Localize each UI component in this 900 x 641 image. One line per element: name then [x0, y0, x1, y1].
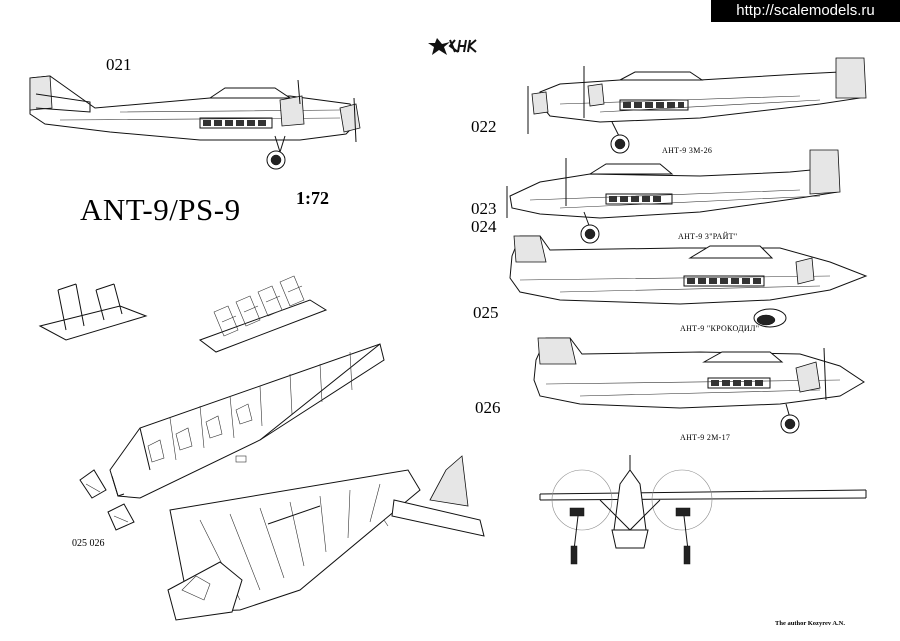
aircraft-021-side-view	[29, 75, 361, 170]
label-022: 022	[471, 117, 497, 136]
aircraft-025-side-view	[509, 235, 868, 328]
label-023: 023	[471, 199, 497, 218]
label-024: 024	[471, 217, 497, 236]
label-021: 021	[106, 55, 132, 74]
scale-label: 1:72	[296, 188, 329, 208]
small-parts-025-026	[79, 469, 135, 531]
watermark-label: http://scalemodels.ru	[711, 0, 900, 22]
label-025: 025	[473, 303, 499, 322]
aircraft-023-side-view	[506, 149, 841, 244]
wing-assembly-view	[167, 455, 485, 621]
caption-022: АНТ-9 3М-26	[662, 146, 713, 155]
seat-detail-right	[198, 275, 328, 353]
fuselage-interior-cutaway	[109, 343, 385, 499]
label-026: 026	[475, 398, 501, 417]
caption-023: АНТ-9 3"РАЙТ"	[678, 232, 738, 241]
aircraft-front-view	[539, 455, 867, 565]
seat-detail-left	[38, 283, 148, 341]
aircraft-022-side-view	[527, 57, 867, 154]
aircraft-026-side-view	[533, 337, 865, 434]
caption-025: АНТ-9 "КРОКОДИЛ"	[680, 324, 760, 333]
caption-026: АНТ-9 2М-17	[680, 433, 731, 442]
star-logo-icon	[428, 38, 477, 55]
author-credit: The author Kozyrev A.N.	[775, 620, 845, 627]
page-title: ANT-9/PS-9	[80, 192, 241, 227]
label-025-026: 025 026	[72, 538, 105, 549]
